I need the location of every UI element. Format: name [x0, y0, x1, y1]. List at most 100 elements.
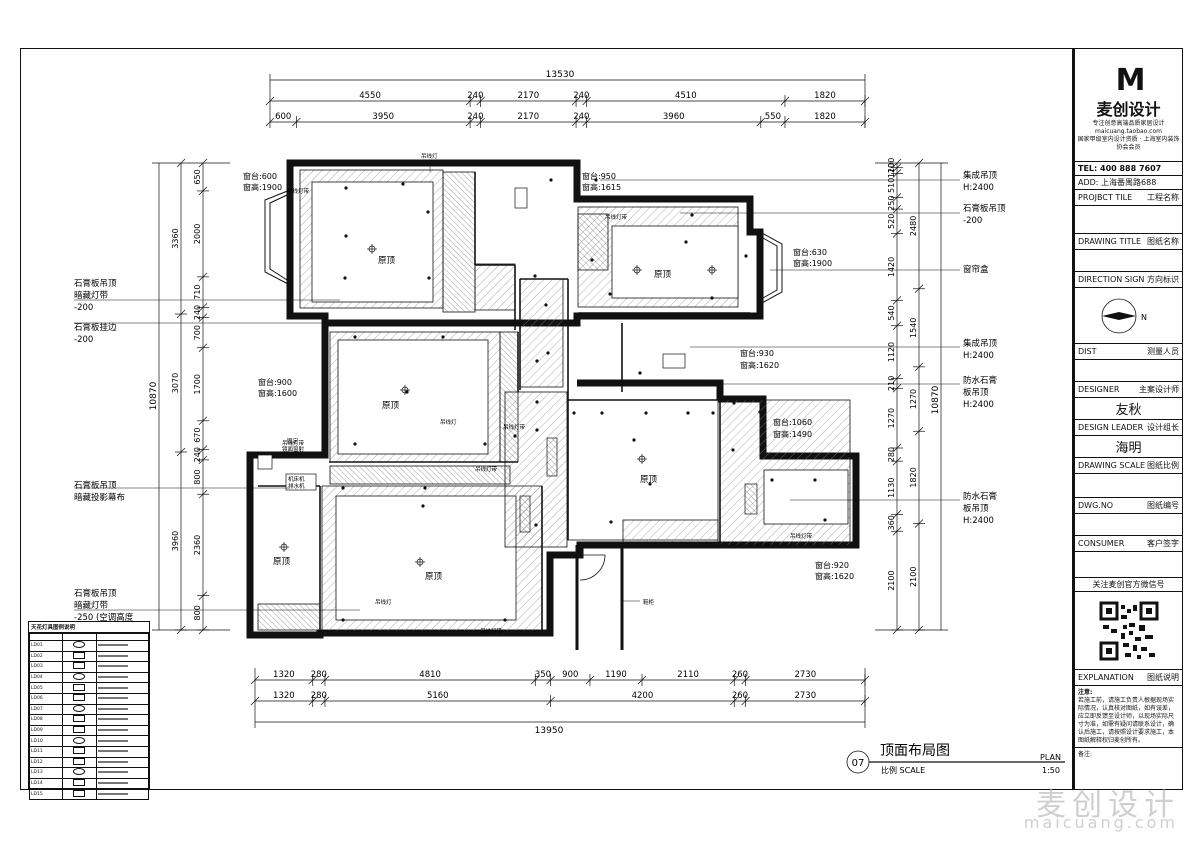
left-callouts: 石膏板吊顶 暗藏灯带 -200 石膏板挂边 -200 石膏板吊顶 暗藏投影幕布 … — [74, 278, 360, 623]
svg-text:窗台:900: 窗台:900 — [258, 377, 292, 387]
legend-desc — [95, 682, 150, 694]
svg-text:固定: 固定 — [287, 437, 299, 445]
dim-left-outer-0: 3360 — [171, 228, 180, 248]
downlight-icon — [638, 371, 642, 375]
follow-wechat: 关注麦创官方微信号 — [1075, 578, 1182, 592]
svg-text:镜面窗射: 镜面窗射 — [282, 445, 305, 453]
dim-top-r1-1: 240 — [467, 91, 483, 101]
svg-text:窗高:1900: 窗高:1900 — [243, 182, 282, 192]
dim-right: 1001205102505201420540112021012702801130… — [887, 158, 941, 591]
dim-top-r2-0: 600 — [275, 112, 291, 122]
note-left-3-l2: 暗藏投影幕布 — [74, 492, 125, 503]
brand-name: 麦创设计 — [1096, 100, 1161, 119]
dim-bot-r1-2: 4810 — [419, 670, 441, 680]
downlight-icon — [427, 276, 431, 280]
legend-row: LD15 — [28, 788, 150, 800]
dim-right-inner-11: 1130 — [887, 478, 896, 498]
dim-right-inner-1: 120 — [887, 163, 896, 178]
dim-right-total: 10870 — [931, 385, 941, 414]
legend-code: LD11 — [28, 745, 64, 758]
dim-right-outer-3: 1820 — [909, 467, 918, 487]
legend-title: 天花灯具图例说明 — [29, 622, 149, 633]
downlight-icon — [644, 411, 648, 415]
room-label-bed3: 原顶 — [382, 401, 400, 411]
dim-right-outer-1: 1540 — [909, 318, 918, 338]
legend-desc — [95, 767, 150, 779]
legend-row: LD13 — [28, 767, 150, 779]
dim-bot-r2-1: 280 — [311, 691, 327, 701]
dim-right-inner-7: 1120 — [887, 342, 896, 362]
legend-symbol-icon — [73, 641, 86, 649]
svg-text:鞋柜: 鞋柜 — [643, 598, 655, 606]
downlight-icon — [594, 178, 598, 182]
legend-row: LD09 — [28, 724, 150, 737]
dim-left-mid-3: 240 — [193, 305, 202, 320]
dim-right-inner-5: 1420 — [887, 257, 896, 277]
dim-top-r2-4: 240 — [573, 112, 589, 122]
downlight-icon — [744, 254, 748, 258]
dim-right-outer-0: 2480 — [909, 216, 918, 236]
downlight-icon — [731, 448, 735, 452]
legend-symbol-icon — [73, 704, 86, 712]
downlight-icon — [686, 411, 690, 415]
svg-text:窗高:1900: 窗高:1900 — [793, 258, 832, 268]
right-callouts: 集成吊顶 H:2400 石膏板吊顶 -200 窗帘盒 集成吊顶 H:2400 防… — [600, 170, 1006, 526]
svg-text:排水机: 排水机 — [288, 482, 305, 490]
dim-left-outer-2: 3960 — [171, 531, 180, 551]
svg-text:H:2400: H:2400 — [963, 183, 994, 193]
svg-text:吊线灯带: 吊线灯带 — [605, 213, 628, 221]
downlight-icon — [732, 401, 736, 405]
svg-text:防水石膏: 防水石膏 — [963, 375, 997, 386]
downlight-icon — [546, 351, 550, 355]
dim-right-inner-6: 540 — [887, 305, 896, 320]
dim-right-inner-2: 510 — [887, 178, 896, 193]
legend-desc — [95, 692, 150, 705]
compass-icon: N — [1101, 298, 1147, 334]
legend-row: LD01 — [28, 640, 150, 652]
dim-left-mid-7: 240 — [193, 447, 202, 462]
svg-text:吊线灯带: 吊线灯带 — [503, 423, 526, 431]
dim-right-inner-3: 250 — [887, 196, 896, 211]
downlight-icon — [421, 504, 425, 508]
downlight-icon — [535, 428, 539, 432]
downlight-icon — [534, 523, 538, 527]
downlight-icon — [684, 240, 688, 244]
note-left-4-l2: 暗藏灯带 — [74, 600, 109, 611]
svg-text:板吊顶: 板吊顶 — [963, 387, 989, 398]
downlight-icon — [513, 434, 517, 438]
room-label-master: 原顶 — [425, 572, 443, 582]
svg-text:窗高:1615: 窗高:1615 — [582, 182, 621, 192]
downlight-icon — [600, 411, 604, 415]
downlight-icon — [426, 210, 430, 214]
room-labels: 原顶 原顶 原顶 原顶 原顶 原顶 — [273, 256, 672, 582]
room-label-bed1: 原顶 — [378, 256, 396, 266]
downlight-icon — [537, 322, 541, 326]
dim-right-outer-2: 1270 — [909, 389, 918, 409]
svg-text:吊线灯带: 吊线灯带 — [282, 439, 305, 447]
dim-bot-r1-1: 280 — [311, 670, 327, 680]
svg-text:H:2400: H:2400 — [963, 516, 994, 526]
pendant-light-icon — [279, 542, 289, 552]
title-number: 07 — [852, 758, 865, 769]
dim-left-outer-1: 3070 — [171, 373, 180, 393]
svg-text:吊线灯: 吊线灯 — [421, 152, 438, 160]
dim-left-mid-9: 2360 — [193, 535, 202, 555]
downlight-icon — [343, 276, 347, 280]
legend-row: LD06 — [28, 692, 150, 705]
drawing-title: 07 顶面布局图 比例 SCALE PLAN 1:50 — [846, 743, 1065, 775]
legend-symbol-icon — [73, 715, 86, 723]
svg-text:集成吊顶: 集成吊顶 — [963, 338, 998, 349]
legend-code: LD08 — [28, 714, 64, 726]
dim-top-r2-7: 1820 — [814, 112, 836, 122]
dim-bot-r1-8: 2730 — [794, 670, 816, 680]
downlight-icon — [648, 482, 652, 486]
legend-row: LD08 — [28, 714, 150, 726]
tel: TEL: 400 888 7607 — [1075, 162, 1182, 176]
dim-top-r2-1: 3950 — [372, 112, 394, 122]
sheet-border — [20, 48, 1073, 790]
pendant-light-icon — [367, 244, 377, 254]
north-arrow: N — [1075, 288, 1182, 344]
